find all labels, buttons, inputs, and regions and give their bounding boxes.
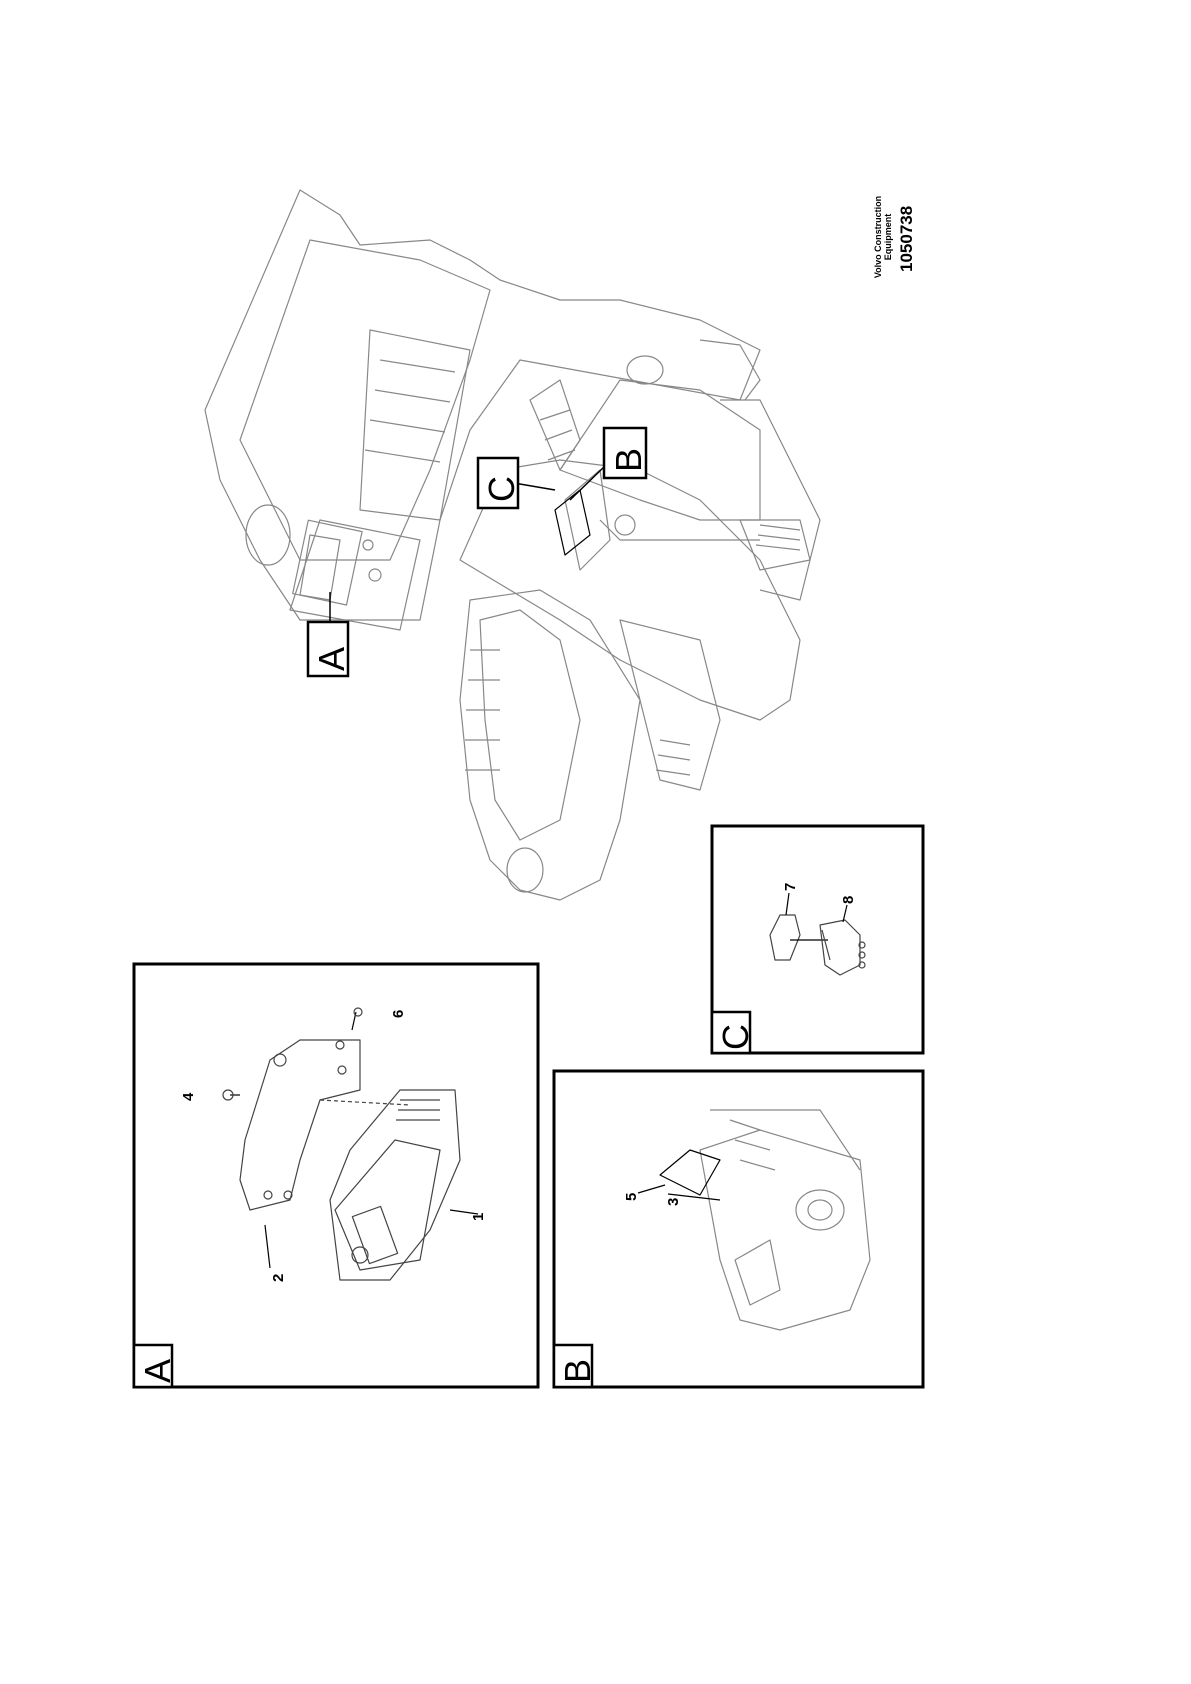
part-number-7: 7 [782,882,799,891]
detail-c-frame [710,824,925,1055]
detail-b-frame [552,1069,925,1389]
part-number-5: 5 [623,1192,640,1201]
detail-b-tab-label: B [557,1358,598,1383]
cab-frame-illustration [204,189,821,901]
detail-c-illustration [769,892,866,976]
detail-a-tab [132,1343,174,1389]
detail-b-tab [552,1343,594,1389]
part-number-3: 3 [665,1197,682,1206]
detail-b-illustration [637,1109,871,1331]
callout-a-label: A [311,646,352,671]
part-number-6: 6 [390,1009,407,1018]
part-number-4: 4 [180,1092,197,1101]
callout-c-label: C [481,476,522,502]
part-number-2: 2 [270,1273,287,1282]
callout-a-box [306,620,350,678]
part-number-1: 1 [470,1212,487,1221]
document-number: 1050738 [897,205,916,272]
detail-a-tab-label: A [137,1358,178,1383]
publisher-credit-line1: Volvo Construction [873,195,883,279]
publisher-credit-line2: Equipment [883,213,893,261]
detail-c-tab [710,1010,752,1055]
detail-c-tab-label: C [715,1024,756,1050]
publisher-credit: Volvo Construction Equipment [873,191,893,283]
part-number-8: 8 [840,895,857,904]
callout-b-box [602,426,648,480]
callout-b-label: B [608,447,649,472]
detail-a-illustration [222,1007,479,1281]
detail-a-frame [132,962,540,1389]
callout-c-box [476,456,520,510]
